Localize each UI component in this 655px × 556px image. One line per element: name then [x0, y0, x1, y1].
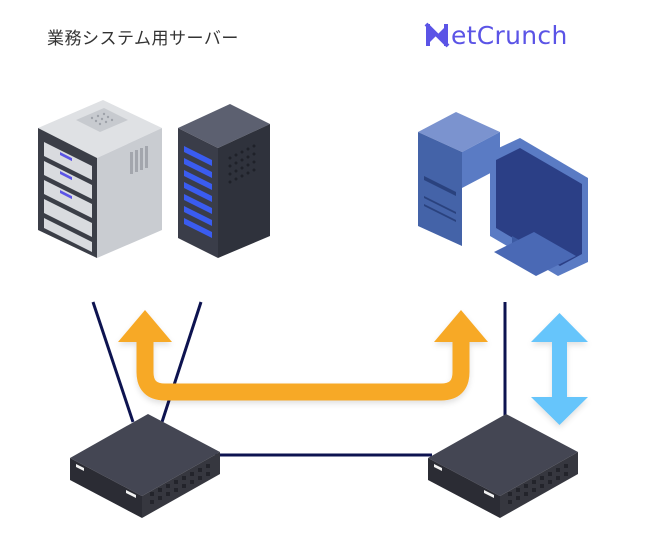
cable-server-white-to-switch — [91, 301, 135, 423]
business-servers-label: 業務システム用サーバー — [47, 29, 239, 49]
monitoring-arrow — [531, 313, 588, 425]
netcrunch-logo-icon — [424, 22, 450, 48]
network-switch-icon — [70, 414, 220, 518]
brand-name: etCrunch — [451, 20, 568, 50]
network-cables — [91, 301, 507, 457]
arrow-head-left — [118, 310, 172, 342]
network-switch-icon — [428, 414, 578, 518]
cable-server-dark-to-switch — [160, 301, 203, 423]
data-flow-arrow — [118, 310, 488, 401]
arrow-head-right — [434, 310, 488, 342]
dark-server-icon — [178, 104, 270, 258]
netcrunch-brand: etCrunch — [424, 18, 568, 52]
desktop-pc-icon — [418, 112, 588, 276]
white-server-icon — [38, 100, 162, 258]
